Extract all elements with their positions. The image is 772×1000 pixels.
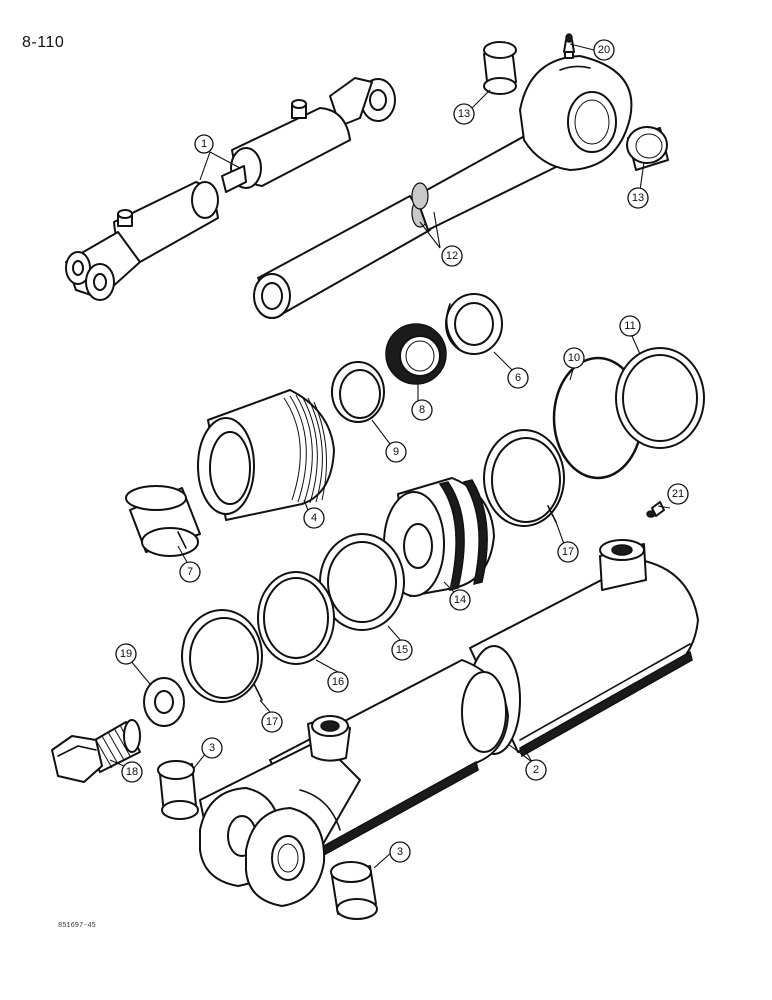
callout-1: 1 bbox=[194, 134, 214, 154]
callout-20-label: 20 bbox=[598, 44, 610, 56]
callout-18-label: 18 bbox=[126, 766, 138, 778]
callout-6: 6 bbox=[507, 367, 529, 389]
callout-7-label: 7 bbox=[187, 566, 193, 578]
callout-9: 9 bbox=[385, 441, 407, 463]
page-number: 8-110 bbox=[22, 34, 65, 51]
callout-8-label: 8 bbox=[419, 404, 425, 416]
callout-16-label: 16 bbox=[332, 676, 344, 688]
callout-13-right: 13 bbox=[627, 187, 649, 209]
callout-4-label: 4 bbox=[311, 512, 317, 524]
callout-10-label: 10 bbox=[568, 352, 580, 364]
callout-3-bottom: 3 bbox=[389, 841, 411, 863]
bushing-7 bbox=[125, 485, 201, 557]
piston-14 bbox=[383, 477, 495, 597]
callout-1-label: 1 bbox=[201, 138, 207, 150]
leader-lines bbox=[109, 43, 671, 869]
callout-21: 21 bbox=[667, 483, 689, 505]
callout-8: 8 bbox=[411, 399, 433, 421]
callout-4: 4 bbox=[303, 507, 325, 529]
callout-3-left: 3 bbox=[201, 737, 223, 759]
callout-3-left-label: 3 bbox=[209, 742, 215, 754]
wear-ring-17-upper bbox=[483, 429, 565, 527]
callout-11: 11 bbox=[619, 315, 641, 337]
bolt-18 bbox=[51, 719, 141, 783]
backup-ring-11 bbox=[615, 347, 705, 449]
washer-19 bbox=[143, 677, 185, 727]
callout-12-label: 12 bbox=[446, 250, 458, 262]
bushing-3-left bbox=[157, 760, 199, 820]
head-gland-4 bbox=[197, 389, 335, 521]
callout-19: 19 bbox=[115, 643, 137, 665]
piston-rod bbox=[253, 55, 633, 319]
callout-12: 12 bbox=[441, 245, 463, 267]
callout-19-label: 19 bbox=[120, 648, 132, 660]
rod-seal-8 bbox=[385, 323, 447, 385]
bushing-13-top bbox=[483, 41, 517, 95]
callout-13-top-label: 13 bbox=[458, 108, 470, 120]
callout-16: 16 bbox=[327, 671, 349, 693]
assembled-cylinder bbox=[65, 77, 396, 301]
grease-fitting-21 bbox=[646, 501, 665, 518]
drawing-code: 851697-45 bbox=[58, 922, 96, 930]
callout-2: 2 bbox=[525, 759, 547, 781]
callout-17-upper-label: 17 bbox=[562, 546, 574, 558]
grease-fitting-20 bbox=[563, 33, 575, 59]
callout-3-bottom-label: 3 bbox=[397, 846, 403, 858]
callout-13-right-label: 13 bbox=[632, 192, 644, 204]
callout-14-label: 14 bbox=[454, 594, 466, 606]
wear-ring-17-lower bbox=[181, 609, 263, 703]
bushing-13-right bbox=[626, 126, 669, 171]
barrel-2 bbox=[199, 539, 699, 907]
backup-ring-9 bbox=[331, 361, 385, 423]
callout-6-label: 6 bbox=[515, 372, 521, 384]
callout-17-lower-label: 17 bbox=[266, 716, 278, 728]
bushing-3-bottom bbox=[330, 861, 378, 920]
callout-10: 10 bbox=[563, 347, 585, 369]
callout-11-label: 11 bbox=[624, 320, 635, 332]
callout-17-upper: 17 bbox=[557, 541, 579, 563]
callout-14: 14 bbox=[449, 589, 471, 611]
callout-15-label: 15 bbox=[396, 644, 408, 656]
callout-17-lower: 17 bbox=[261, 711, 283, 733]
seal-16 bbox=[257, 571, 335, 665]
callout-20: 20 bbox=[593, 39, 615, 61]
callout-7: 7 bbox=[179, 561, 201, 583]
callout-21-label: 21 bbox=[672, 488, 684, 500]
seal-15 bbox=[319, 533, 405, 631]
callout-2-label: 2 bbox=[533, 764, 539, 776]
callout-15: 15 bbox=[391, 639, 413, 661]
callout-13-top: 13 bbox=[453, 103, 475, 125]
callout-18: 18 bbox=[121, 761, 143, 783]
wiper-seal-6 bbox=[445, 293, 503, 355]
callout-9-label: 9 bbox=[393, 446, 399, 458]
